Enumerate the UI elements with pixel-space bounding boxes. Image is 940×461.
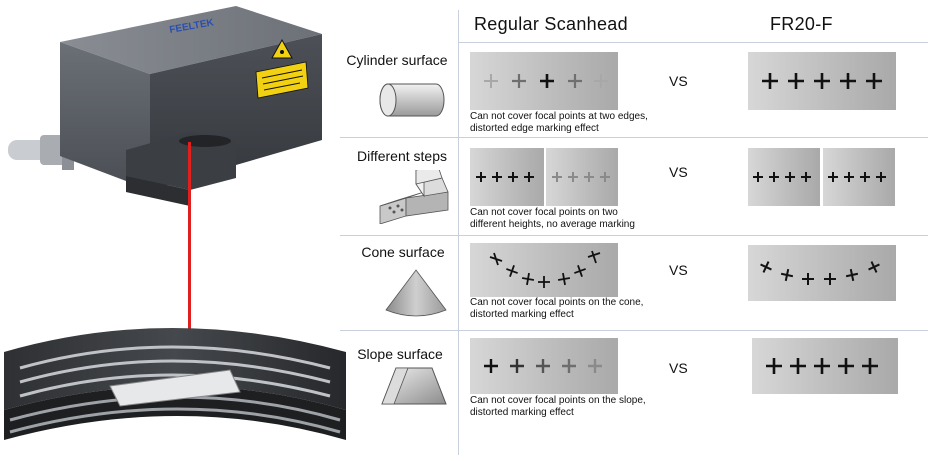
caption-cylinder: Can not cover focal points at two edges,… <box>470 111 648 134</box>
row-title-slope: Slope surface <box>357 346 443 362</box>
curved-workpiece <box>4 328 346 440</box>
laser-warning-icon <box>255 38 309 99</box>
column-divider-1 <box>458 10 459 455</box>
fr20f-cone-panel <box>748 245 896 301</box>
trapezoid-icon <box>380 366 448 406</box>
caption-cone: Can not cover focal points on the cone, … <box>470 297 644 320</box>
row-divider-3 <box>340 330 928 331</box>
caption-different-steps: Can not cover focal points on two differ… <box>470 207 635 230</box>
vs-label-1: VS <box>669 73 688 89</box>
header-regular-scanhead: Regular Scanhead <box>474 14 628 34</box>
fr20f-cylinder-panel <box>748 52 896 110</box>
vs-label-2: VS <box>669 164 688 180</box>
vs-label-3: VS <box>669 262 688 278</box>
regular-steps-panel-right <box>546 148 618 206</box>
laser-beam <box>188 142 191 354</box>
scanhead-illustration: FEELTEK <box>4 6 346 440</box>
fr20f-steps-panel-right <box>823 148 895 206</box>
header-underline <box>458 42 928 43</box>
row-divider-1 <box>340 137 928 138</box>
regular-cylinder-panel <box>470 52 618 110</box>
fr20f-slope-panel <box>752 338 898 394</box>
row-divider-2 <box>340 235 928 236</box>
row-title-different-steps: Different steps <box>356 148 447 164</box>
regular-cone-panel <box>470 243 618 297</box>
regular-steps-panel-left <box>470 148 544 206</box>
regular-slope-panel <box>470 338 618 394</box>
caption-slope: Can not cover focal points on the slope,… <box>470 395 646 418</box>
vs-label-4: VS <box>669 360 688 376</box>
header-fr20f: FR20-F <box>770 14 833 34</box>
cylinder-icon <box>378 78 448 122</box>
fr20f-steps-panel-left <box>748 148 820 206</box>
row-title-cone: Cone surface <box>361 244 445 260</box>
steps-block-icon <box>376 170 452 224</box>
row-title-cylinder: Cylinder surface <box>346 52 448 68</box>
cone-icon <box>384 268 448 320</box>
